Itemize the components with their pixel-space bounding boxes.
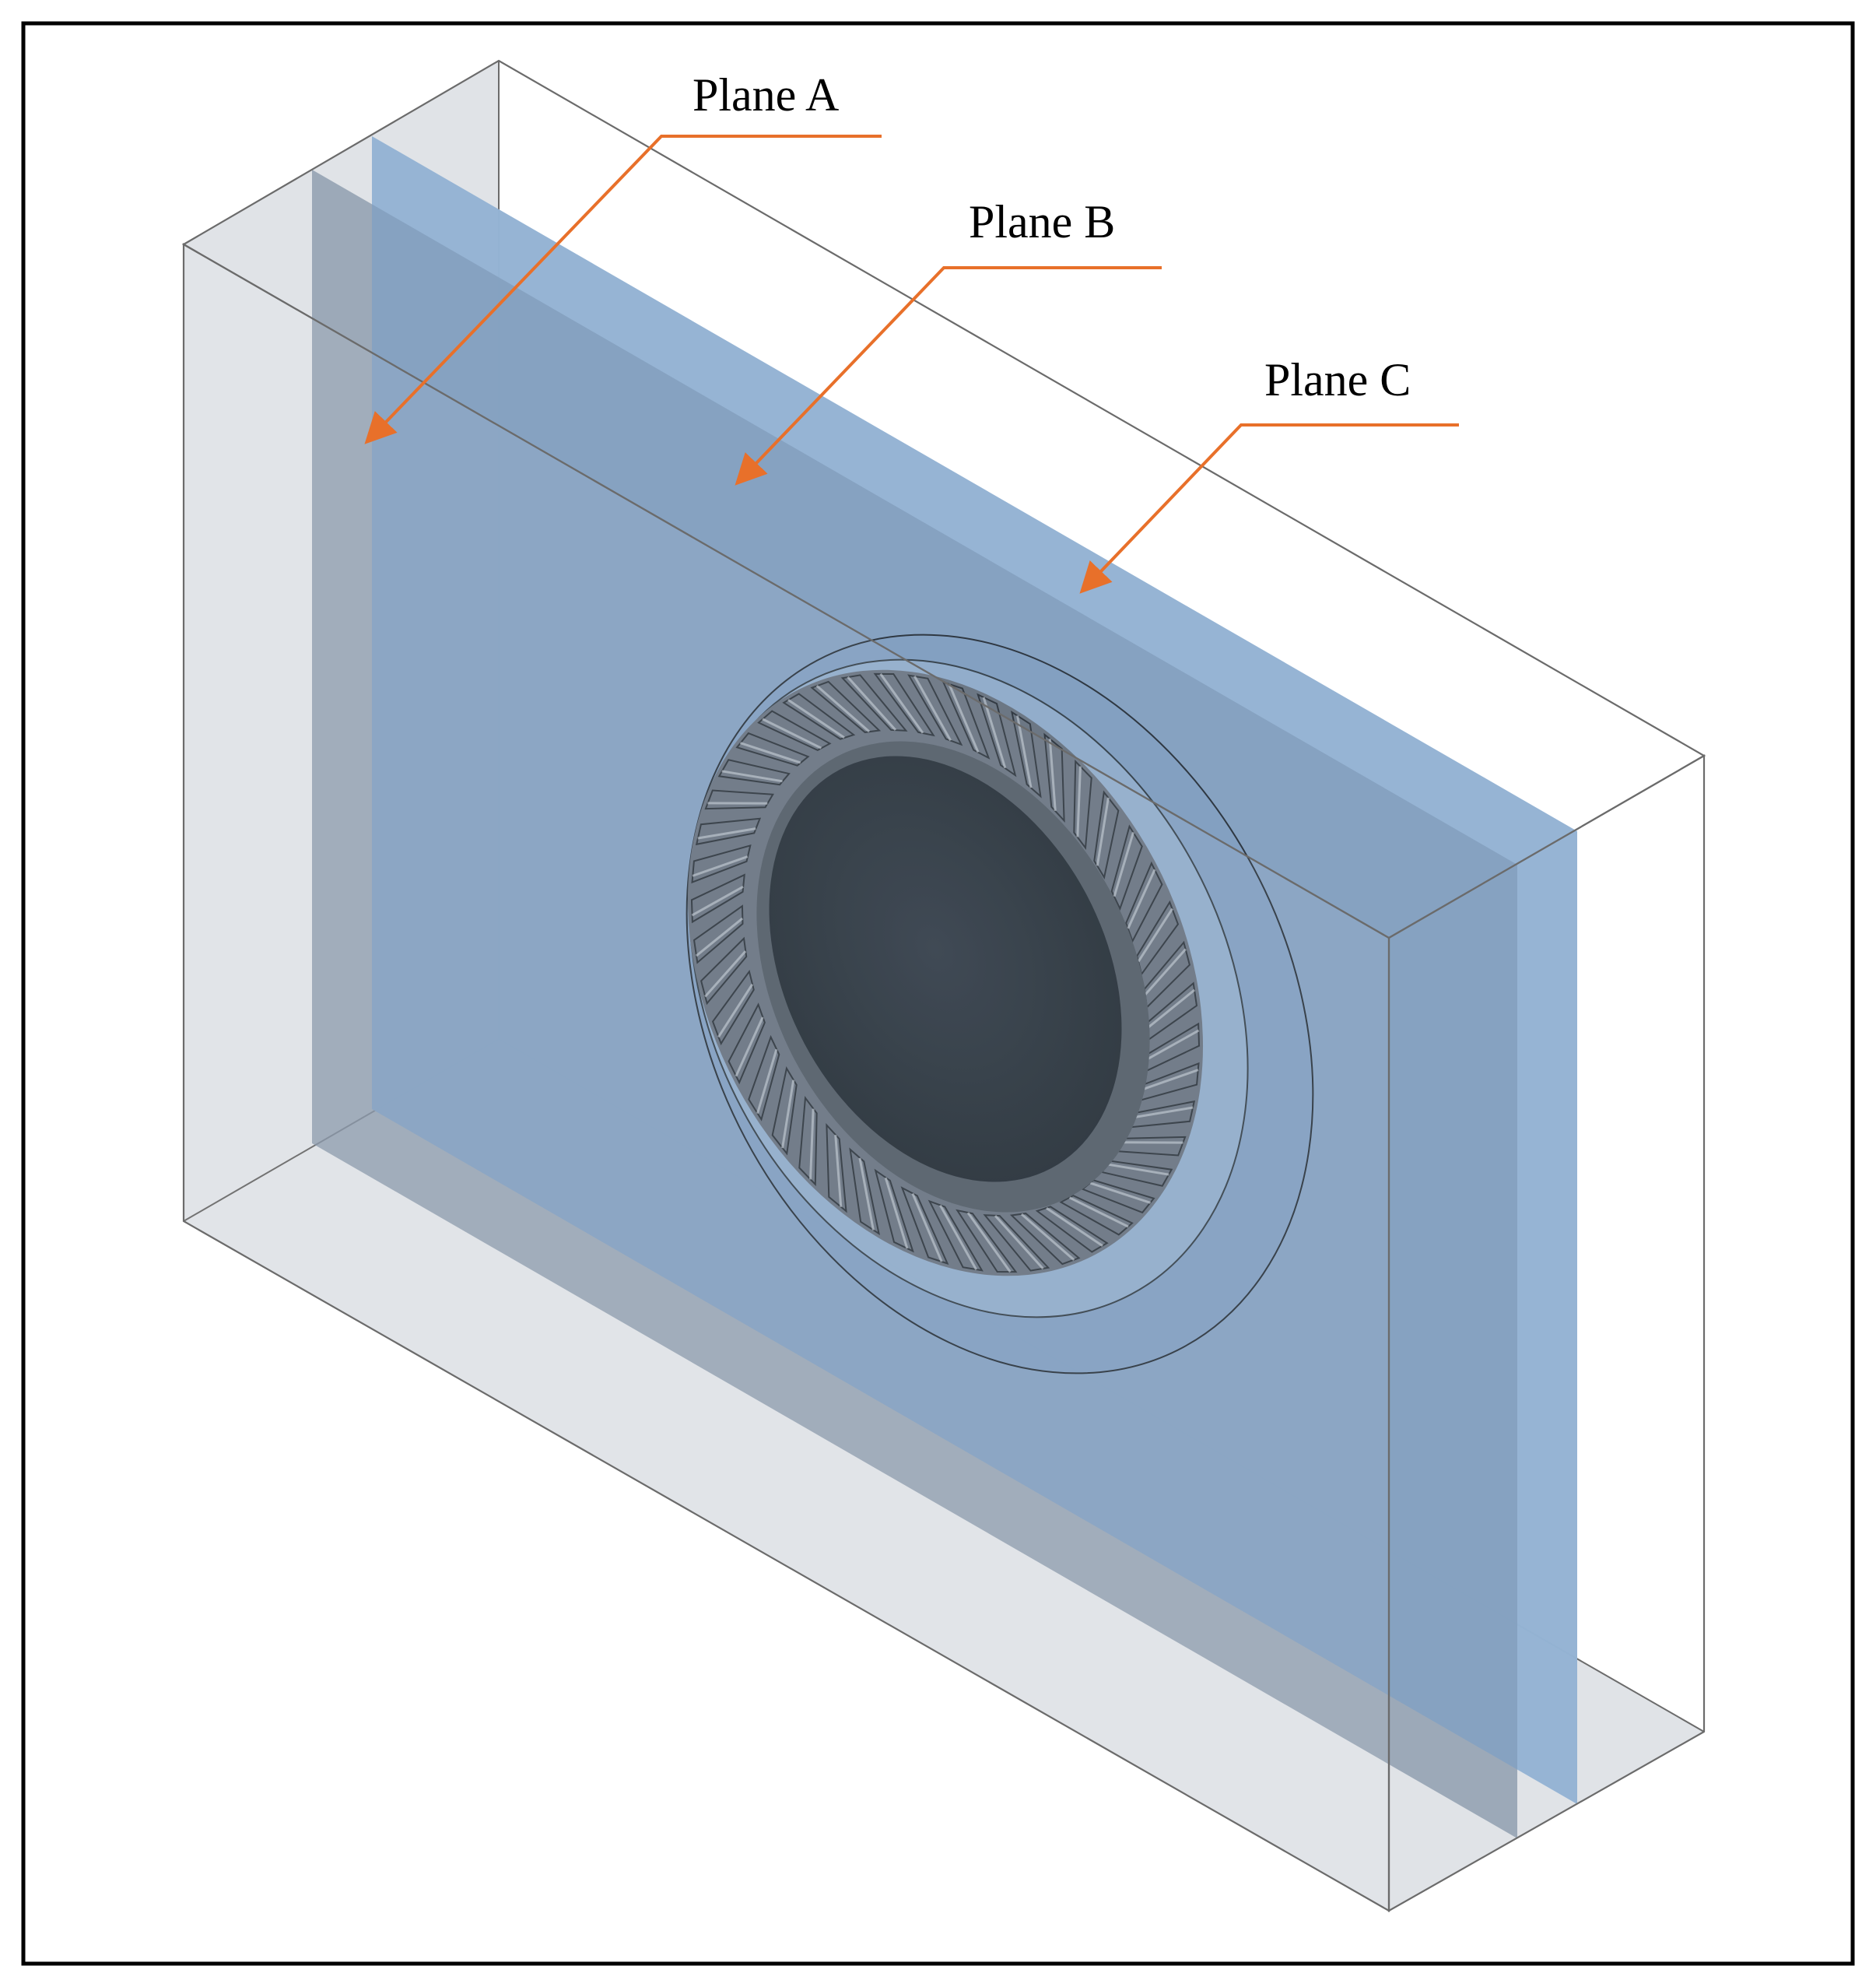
gear-tooth-highlight <box>1147 988 1196 1029</box>
gear-tooth-highlight <box>1046 1206 1103 1248</box>
gear-tooth <box>900 1186 949 1266</box>
gear-tooth-highlight <box>911 1192 943 1262</box>
gear-tooth <box>1059 1194 1134 1236</box>
gear-tooth-highlight <box>762 718 822 750</box>
gear-tooth-highlight <box>721 770 783 783</box>
gear-tooth-highlight <box>695 917 744 957</box>
gear-tooth-highlight <box>948 683 980 753</box>
plane-c-label: Plane C <box>1264 354 1411 405</box>
gear-tooth-highlight <box>879 672 924 734</box>
callout-plane-c: Plane C <box>1079 354 1459 594</box>
gear-tooth <box>748 1034 780 1122</box>
gear-tooth <box>873 672 935 737</box>
gear-tooth-highlight <box>1134 1106 1194 1118</box>
gear-tooth-highlight <box>1108 1163 1169 1176</box>
gear-tooth-highlight <box>1016 715 1033 788</box>
gear-tooth-highlight <box>1089 1181 1152 1204</box>
gear-tooth-highlight <box>735 1016 764 1077</box>
gear-tooth-highlight <box>781 1080 795 1149</box>
gear-tooth-highlight <box>1076 766 1082 837</box>
plane-b-label: Plane B <box>969 196 1115 247</box>
gear-tooth-highlight <box>1020 1213 1075 1262</box>
gear-tooth-highlight <box>1048 739 1057 812</box>
gear-tooth-highlight <box>1137 907 1173 963</box>
gear-tooth-highlight <box>1096 797 1110 866</box>
gear-tooth <box>1125 861 1163 943</box>
plane-a-leader-line <box>364 135 882 444</box>
gear-tooth <box>735 732 810 767</box>
gear-tooth-highlight <box>884 1177 909 1249</box>
gear-tooth-highlight <box>847 676 897 732</box>
callout-plane-b: Plane B <box>735 196 1162 486</box>
plane-a-label: Plane A <box>693 69 839 121</box>
gear-tooth <box>1009 1213 1081 1266</box>
gear-tooth-highlight <box>1144 948 1187 995</box>
enclosure-box-front <box>181 59 1706 1912</box>
gear-tooth <box>711 969 755 1046</box>
gear-tooth-highlight <box>787 698 845 739</box>
gear-teeth <box>690 672 1201 1273</box>
gear-tooth-highlight <box>939 1204 977 1271</box>
figure-frame <box>21 21 1855 1966</box>
gear-tooth-highlight <box>1142 1069 1199 1090</box>
gear-tooth <box>1081 1179 1155 1214</box>
gear-tooth-highlight <box>966 1212 1012 1273</box>
box-right-face <box>1387 754 1706 1912</box>
gear-tooth-highlight <box>756 1048 778 1115</box>
gear-tooth <box>771 1066 798 1156</box>
gear-tooth <box>927 1199 984 1272</box>
gear-tooth-highlight <box>697 827 756 840</box>
gear-tooth <box>826 1122 847 1213</box>
callout-plane-a: Plane A <box>364 69 882 444</box>
gear-tooth <box>874 1168 914 1253</box>
gear-tooth <box>691 844 752 884</box>
gear-tooth-highlight <box>994 1214 1044 1270</box>
gear-tooth-highlight <box>704 950 747 998</box>
gear-tooth-highlight <box>809 1108 815 1180</box>
gear-tooth <box>728 1002 766 1085</box>
gear-tooth <box>1035 1206 1109 1253</box>
gear-tooth-highlight <box>1127 869 1156 929</box>
gear-tooth-highlight <box>834 1134 843 1207</box>
plane-c-leader-line <box>1079 423 1459 594</box>
gear-tooth-highlight <box>982 697 1007 769</box>
gear-tooth <box>956 1209 1018 1273</box>
gear-tooth <box>1043 732 1065 823</box>
gear-tooth-highlight <box>717 983 754 1038</box>
gear-tooth-highlight <box>1147 1029 1200 1061</box>
gear-tooth-highlight <box>858 1157 875 1230</box>
gear-tooth <box>782 693 856 740</box>
gear-tooth-highlight <box>913 675 952 742</box>
gear-tooth-highlight <box>691 885 744 917</box>
gear-tooth <box>695 817 762 846</box>
gear-tooth-highlight <box>815 684 871 733</box>
box-top-face <box>181 59 1706 939</box>
gear-tooth <box>690 873 745 924</box>
gear-tooth-highlight <box>1068 1196 1129 1228</box>
gear-tooth-highlight <box>692 855 749 877</box>
gear-tooth <box>1110 824 1143 911</box>
gear-hub <box>769 756 1122 1182</box>
gear-tooth <box>849 1147 880 1236</box>
gear-tooth <box>942 680 991 760</box>
plane-b-leader-line <box>735 266 1162 486</box>
gear-tooth <box>1011 710 1042 799</box>
gear-tooth <box>810 680 882 733</box>
gear-tooth <box>907 674 963 746</box>
gear-tooth-highlight <box>739 742 801 764</box>
bevel-gear <box>686 634 1314 1374</box>
gear-tooth <box>977 693 1017 778</box>
gear-tooth <box>757 710 832 752</box>
gear-tooth <box>1093 790 1120 879</box>
gear-tooth-highlight <box>1113 831 1134 897</box>
